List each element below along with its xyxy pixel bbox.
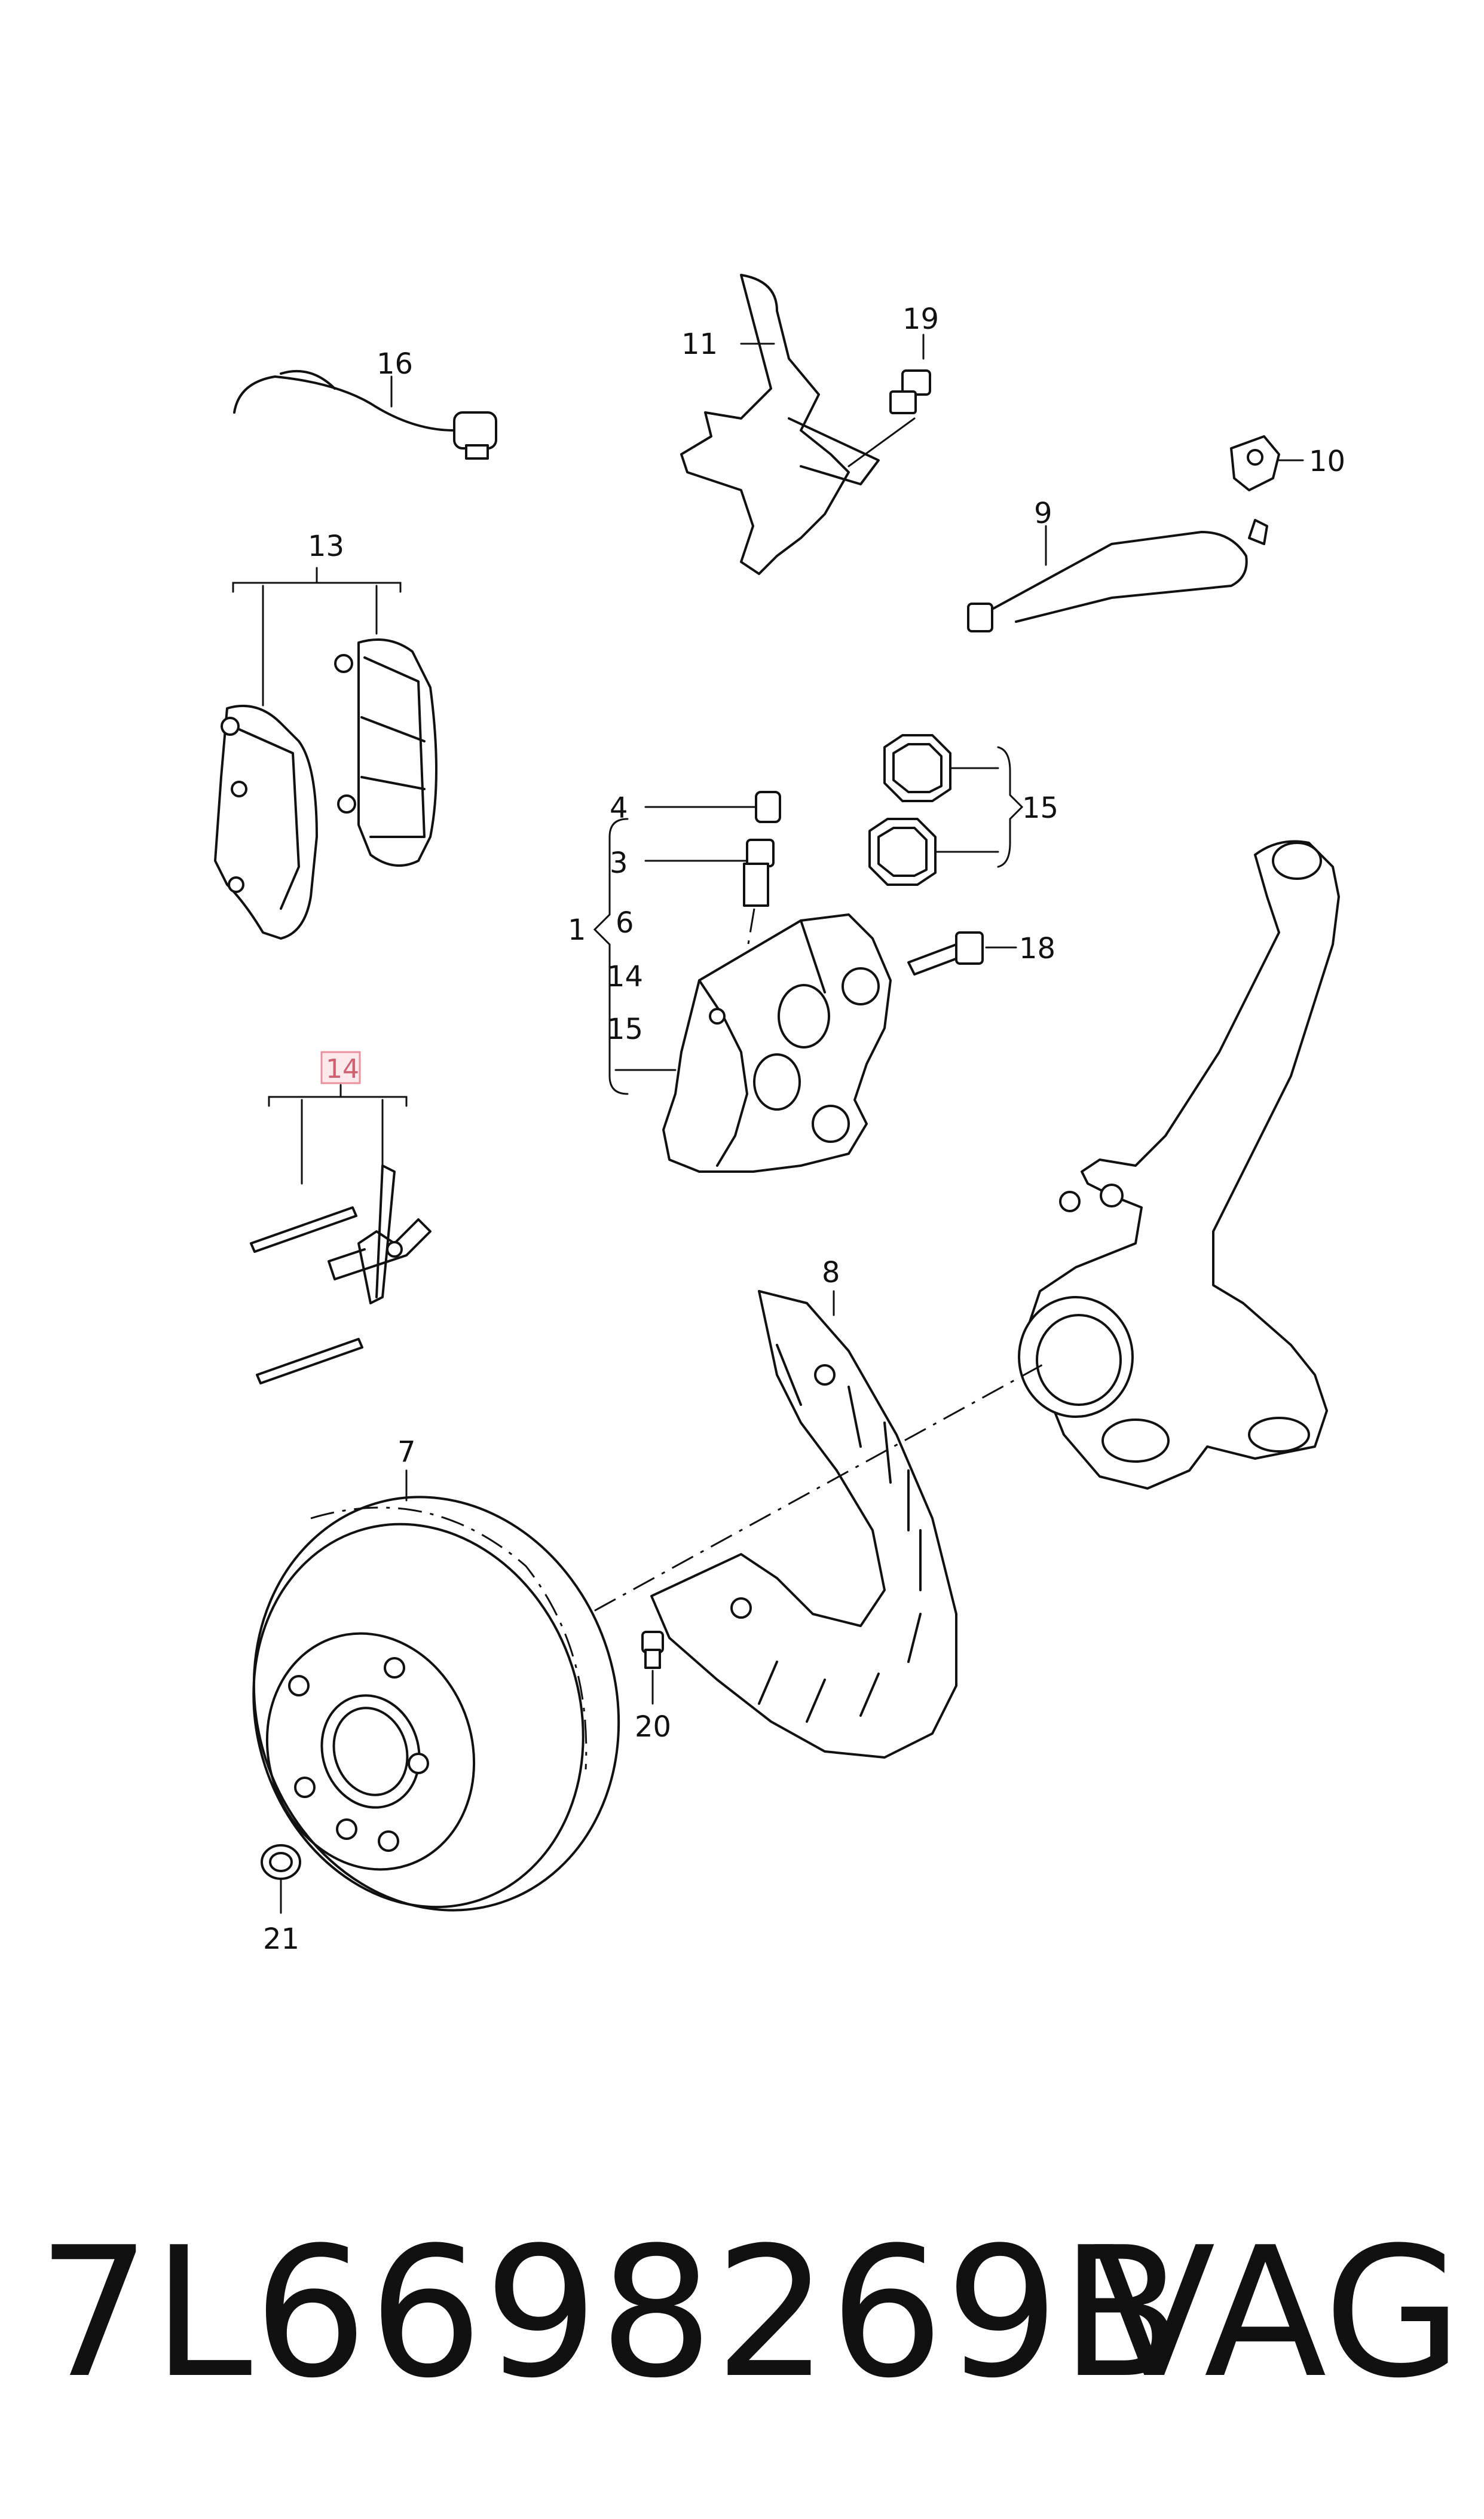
part-18-bolt[interactable] [907, 931, 1017, 976]
assembly-axis [555, 1362, 1047, 1633]
part-20-screw[interactable] [641, 1631, 664, 1705]
part-14-pins-spring[interactable] [250, 1051, 432, 1384]
part-16-wear-sensor[interactable] [233, 369, 497, 460]
part-10-clip[interactable] [1230, 435, 1304, 491]
part-19-bolt[interactable] [847, 334, 931, 467]
brand-name: VAG [1093, 2209, 1462, 2417]
label-11: 11 [681, 328, 718, 361]
part-8-splash-shield[interactable] [650, 1290, 957, 1759]
part-4-bleed-cap[interactable] [644, 791, 781, 823]
label-14-caliper: 14 [607, 960, 643, 993]
part-11-bracket[interactable] [680, 274, 880, 575]
part-15-seals[interactable] [868, 734, 1024, 886]
part-1-caliper[interactable] [662, 913, 892, 1173]
label-7: 7 [397, 1435, 416, 1469]
label-9: 9 [1034, 497, 1052, 530]
label-16: 16 [377, 347, 413, 381]
label-3: 3 [610, 846, 628, 880]
footer: 7L6698269B VAG [0, 2206, 1484, 2421]
bracket-1 [593, 818, 629, 1095]
label-15-seals: 15 [1022, 791, 1058, 825]
label-13: 13 [308, 530, 344, 563]
label-15-caliper: 15 [607, 1013, 643, 1046]
label-6: 6 [616, 906, 634, 940]
label-21: 21 [263, 1922, 299, 1956]
label-10: 10 [1309, 445, 1345, 478]
label-1: 1 [568, 913, 586, 947]
steering-knuckle [1018, 840, 1340, 1490]
label-14-highlighted: 14 [326, 1054, 359, 1084]
label-20: 20 [635, 1710, 671, 1744]
part-21-plug[interactable] [261, 1844, 301, 1914]
label-19: 19 [902, 302, 939, 336]
part-13-brake-pads[interactable] [214, 567, 437, 940]
part-7-brake-disc[interactable] [201, 1449, 672, 1958]
part-number: 7L6698269B [37, 2209, 1185, 2417]
label-8: 8 [822, 1256, 840, 1289]
part-9-brake-line[interactable] [967, 519, 1268, 632]
highlight-box-14 [320, 1051, 361, 1084]
label-18: 18 [1019, 932, 1055, 965]
brake-assembly-diagram: 16 11 19 10 9 [201, 274, 1345, 1958]
